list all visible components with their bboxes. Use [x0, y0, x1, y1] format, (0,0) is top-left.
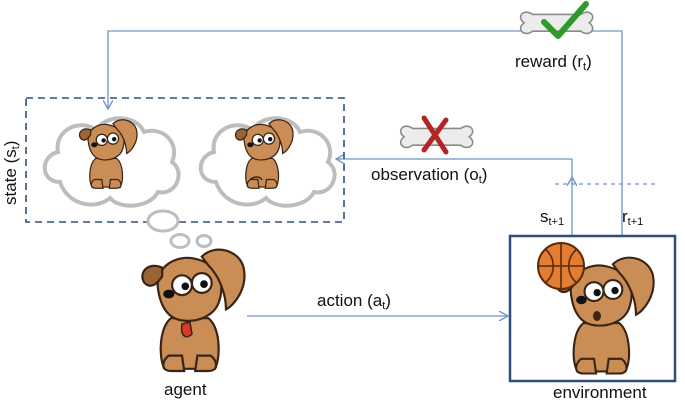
next-reward-label: rt+1	[622, 207, 644, 228]
dog-icon	[141, 248, 246, 373]
reward-arrow	[108, 30, 623, 236]
next-state-label: st+1	[540, 207, 565, 228]
thought-bubble-icon	[169, 233, 191, 249]
basketball-icon	[537, 242, 585, 290]
environment-label: environment	[553, 383, 647, 400]
thought-bubble-icon	[195, 234, 213, 248]
check-icon	[541, 1, 589, 39]
bone-check-icon	[519, 11, 594, 35]
cross-icon	[421, 115, 449, 155]
agent-label: agent	[164, 380, 207, 399]
tongue	[180, 321, 193, 338]
action-label: action (at)	[317, 291, 391, 312]
thought-bubble-icon	[146, 209, 180, 233]
reward-label: reward (rt)	[515, 52, 592, 73]
state-label: state (st)	[1, 140, 22, 205]
observation-label: observation (ot)	[371, 165, 488, 186]
state-box	[25, 97, 345, 223]
